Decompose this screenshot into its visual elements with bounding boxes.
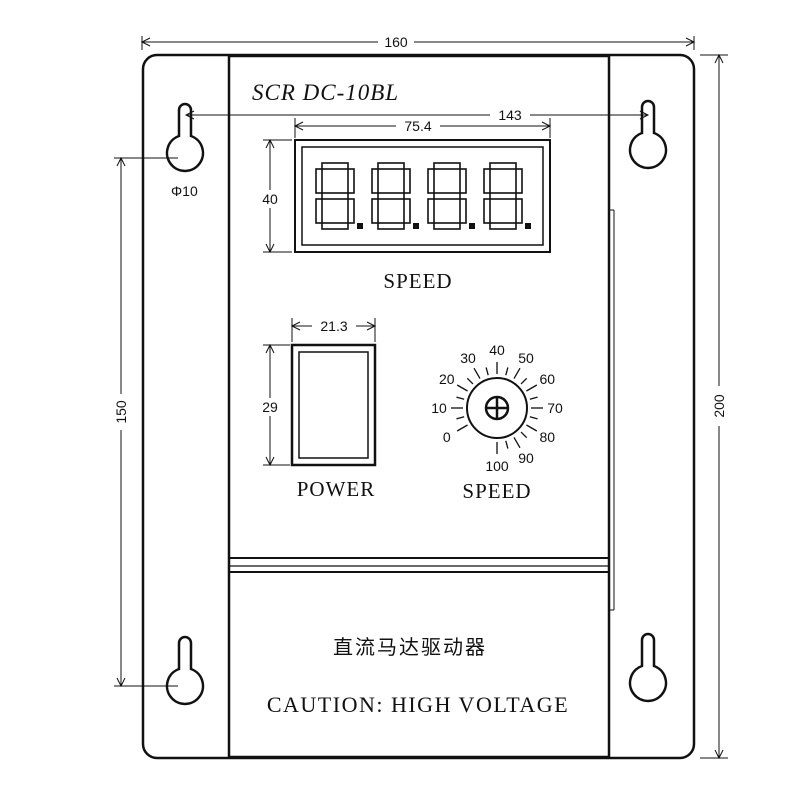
led-segment (403, 168, 411, 194)
knob-tick (520, 431, 528, 439)
dimension-overall-width (140, 36, 696, 50)
knob-tick (513, 367, 521, 379)
led-segment (483, 168, 491, 194)
led-segment (403, 198, 411, 224)
knob-tick-labels: 0 10 20 30 40 50 60 70 80 90 100 (431, 342, 563, 474)
display-label: SPEED (383, 269, 452, 293)
knob-tick-label: 100 (485, 458, 509, 474)
knob-tick (513, 437, 521, 449)
led-decimal-point (357, 223, 363, 229)
knob-tick (456, 424, 468, 432)
led-segment (515, 168, 523, 194)
knob-tick (456, 396, 465, 400)
dimension-display-height-label: 40 (262, 191, 278, 207)
led-segment (433, 222, 461, 230)
led-decimal-point (525, 223, 531, 229)
knob-tick (526, 424, 538, 432)
dimension-switch-height-label: 29 (262, 399, 278, 415)
knob-tick (456, 384, 468, 392)
dimension-switch-width-label: 21.3 (320, 318, 347, 334)
led-segment (433, 162, 461, 170)
led-display (294, 139, 551, 253)
knob-tick-label: 50 (518, 350, 534, 366)
caution-label: CAUTION: HIGH VOLTAGE (267, 692, 569, 717)
led-segment (321, 222, 349, 230)
knob-tick (456, 416, 465, 420)
led-segment (321, 192, 349, 200)
chinese-label: 直流马达驱动器 (333, 635, 487, 659)
led-segment (315, 168, 323, 194)
knob-tick-label: 80 (539, 429, 555, 445)
led-segment (321, 162, 349, 170)
led-digit (371, 162, 419, 230)
led-segment (371, 168, 379, 194)
led-segment (459, 168, 467, 194)
led-segment (371, 198, 379, 224)
dimension-display-to-hole-label: 143 (498, 107, 522, 123)
led-decimal-point (413, 223, 419, 229)
led-segment (315, 198, 323, 224)
knob-tick-label: 20 (439, 371, 455, 387)
led-digit (427, 162, 475, 230)
led-segment (489, 162, 517, 170)
knob-tick-label: 40 (489, 342, 505, 358)
dimension-hole-spacing-label: 150 (113, 400, 129, 424)
power-label: POWER (297, 477, 376, 501)
knob-tick (520, 377, 528, 385)
led-segment (489, 222, 517, 230)
knob-tick (505, 367, 509, 376)
dimension-overall-height-label: 200 (711, 394, 727, 418)
keyhole-top-right (628, 99, 668, 170)
led-segment (427, 198, 435, 224)
speed-knob-dial: 0 10 20 30 40 50 60 70 80 90 100 (431, 342, 563, 474)
led-segment (515, 198, 523, 224)
led-segment (377, 162, 405, 170)
power-switch[interactable] (290, 343, 377, 467)
led-segment (489, 192, 517, 200)
knob-tick-label: 90 (518, 450, 534, 466)
led-decimal-point (469, 223, 475, 229)
led-digit (315, 162, 363, 230)
knob-tick-label: 60 (539, 371, 555, 387)
knob-tick (529, 396, 538, 400)
speed-knob[interactable] (466, 377, 528, 439)
led-segment (347, 168, 355, 194)
knob-tick-label: 0 (443, 429, 451, 445)
led-digit (483, 162, 531, 230)
knob-ticks (451, 362, 543, 454)
led-segment (377, 222, 405, 230)
led-segment (433, 192, 461, 200)
model-title: SCR DC-10BL (252, 80, 399, 105)
keyhole-top-left (165, 102, 205, 173)
led-segment (427, 168, 435, 194)
knob-tick (529, 416, 538, 420)
led-digits (315, 162, 531, 230)
dimension-hole-diameter: Φ10 (171, 183, 198, 199)
dimension-display-to-hole (184, 110, 650, 120)
dimension-overall-width-label: 160 (384, 34, 408, 50)
knob-tick (466, 377, 474, 385)
knob-tick (505, 440, 509, 449)
knob-tick-label: 70 (547, 400, 563, 416)
led-segment (483, 198, 491, 224)
knob-tick-label: 10 (431, 400, 447, 416)
knob-tick (526, 384, 538, 392)
keyhole-bottom-right (628, 632, 668, 703)
knob-tick (485, 367, 489, 376)
led-segment (347, 198, 355, 224)
knob-tick (473, 367, 481, 379)
led-segment (377, 192, 405, 200)
dimension-display-width-label: 75.4 (404, 118, 431, 134)
led-segment (459, 198, 467, 224)
knob-tick-label: 30 (460, 350, 476, 366)
knob-label: SPEED (462, 479, 531, 503)
